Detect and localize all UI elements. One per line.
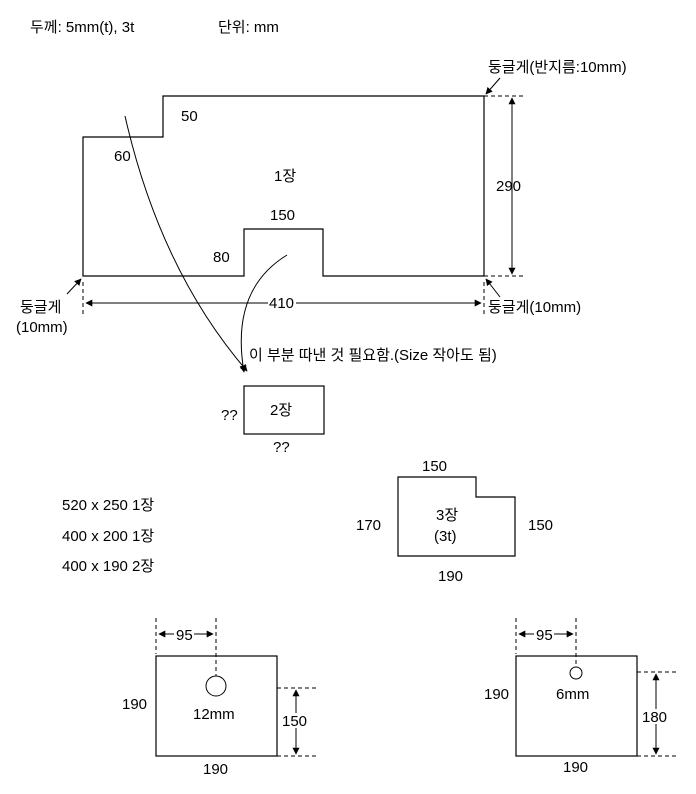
part3-left-label: 170	[356, 517, 381, 534]
part3-right-label: 150	[528, 517, 553, 534]
part3-outline	[397, 476, 516, 557]
plate-b-hole-height-label: 180	[642, 709, 667, 726]
unit-label: 단위: mm	[218, 19, 279, 36]
round-top-right-label: 둥글게(반지름:10mm)	[488, 59, 627, 76]
part3-sublabel: (3t)	[434, 528, 457, 545]
main-notch-height-label: 80	[213, 249, 230, 266]
round-left-arrow	[66, 278, 82, 295]
round-bottom-right-arrow	[485, 278, 501, 298]
part3-bottom-label: 190	[438, 568, 463, 585]
plate-a-hole-label: 12mm	[193, 706, 235, 723]
main-step-width-label: 50	[181, 108, 198, 125]
part3-top-label: 150	[422, 458, 447, 475]
plate-b-hole	[569, 666, 583, 680]
plate-a-left-label: 190	[122, 696, 147, 713]
plate-b-left-label: 190	[484, 686, 509, 703]
main-step-height-label: 60	[114, 148, 131, 165]
main-width-label-bg	[268, 296, 296, 310]
main-notch-width-label: 150	[270, 207, 295, 224]
plate-b-hole-label: 6mm	[556, 686, 589, 703]
plate-a-hole-height-label-bg	[281, 713, 311, 728]
plate-b-hole-height-label-bg	[641, 709, 671, 724]
round-bottom-right-label: 둥글게(10mm)	[488, 299, 581, 316]
cutout-arrow-from-step	[124, 115, 248, 372]
thickness-label: 두께: 5mm(t), 3t	[30, 19, 135, 36]
plate-a-hole-height-label: 150	[282, 713, 307, 730]
plate-a-hole	[205, 675, 227, 697]
plate-b-offset-label: 95	[536, 627, 553, 644]
round-left-label-line1: 둥글게	[20, 299, 61, 316]
plate-a-offset-label: 95	[176, 627, 193, 644]
plate-b-outline	[515, 655, 638, 757]
plate-b-bottom-label: 190	[563, 759, 588, 776]
stock-item-1: 520 x 250 1장	[62, 497, 154, 514]
cutout-note: 이 부분 따낸 것 필요함.(Size 작아도 됨)	[249, 347, 497, 364]
plate-a-offset-label-bg	[174, 627, 194, 641]
plate-a-bottom-label: 190	[203, 761, 228, 778]
main-height-label: 290	[496, 178, 521, 195]
main-width-label: 410	[269, 295, 294, 312]
stock-item-2: 400 x 200 1장	[62, 528, 154, 545]
plate-b-offset-label-bg	[534, 627, 554, 641]
part3-label: 3장	[436, 507, 458, 524]
cutout-arrow-from-notch	[239, 254, 288, 373]
part2-outline	[243, 385, 325, 435]
main-part-label: 1장	[274, 168, 296, 185]
main-part-outline	[82, 95, 485, 277]
round-top-right-arrow	[485, 77, 501, 95]
part2-height-label: ??	[221, 407, 238, 424]
part2-width-label: ??	[273, 439, 290, 456]
stock-item-3: 400 x 190 2장	[62, 558, 154, 575]
part2-label: 2장	[270, 402, 292, 419]
round-left-label-line2: (10mm)	[16, 319, 68, 336]
